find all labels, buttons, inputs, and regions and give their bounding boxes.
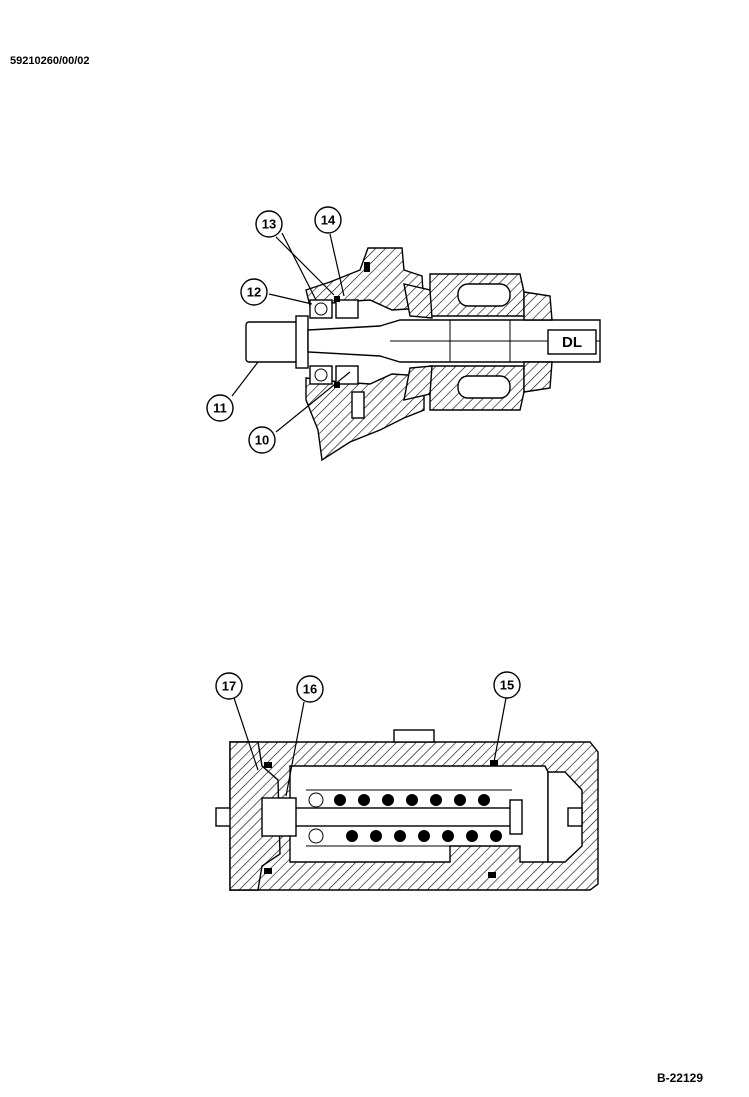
bearing-upper [309, 299, 333, 319]
svg-text:11: 11 [213, 401, 227, 416]
shaft-stub [245, 321, 299, 363]
document-code: 59210260/00/02 [10, 55, 90, 67]
svg-text:17: 17 [222, 679, 236, 694]
svg-text:10: 10 [255, 433, 269, 448]
front-housing-lower [305, 373, 425, 462]
callout-11: 11 [206, 394, 234, 422]
svg-text:16: 16 [303, 682, 317, 697]
callout-17: 17 [215, 672, 243, 700]
svg-text:15: 15 [500, 678, 514, 693]
svg-text:13: 13 [262, 217, 276, 232]
swash-plate-lower [403, 365, 433, 401]
callout-14: 14 [314, 206, 342, 234]
callout-13: 13 [255, 210, 283, 238]
adjuster-nut [261, 797, 297, 837]
housing-boss [393, 729, 435, 743]
spring [306, 789, 512, 847]
callout-16: 16 [296, 675, 324, 703]
piston-upper [457, 283, 511, 307]
figure-code: B-22129 [656, 1071, 703, 1085]
shaft-collar [295, 315, 309, 369]
bearing-inner-upper [335, 299, 359, 319]
callout-15: 15 [493, 671, 521, 699]
end-cap [229, 741, 281, 891]
bearing-lower [309, 365, 333, 385]
shaft-end-marker: DL [562, 334, 582, 351]
svg-text:14: 14 [321, 213, 336, 228]
swash-plate-upper [403, 283, 433, 319]
callout-10: 10 [248, 426, 276, 454]
shaft-assembly-section: DL 13 14 12 11 10 [206, 206, 601, 462]
callout-12: 12 [240, 278, 268, 306]
piston-lower [457, 375, 511, 399]
svg-text:12: 12 [247, 285, 261, 300]
valve-section: 17 16 15 [215, 671, 599, 891]
